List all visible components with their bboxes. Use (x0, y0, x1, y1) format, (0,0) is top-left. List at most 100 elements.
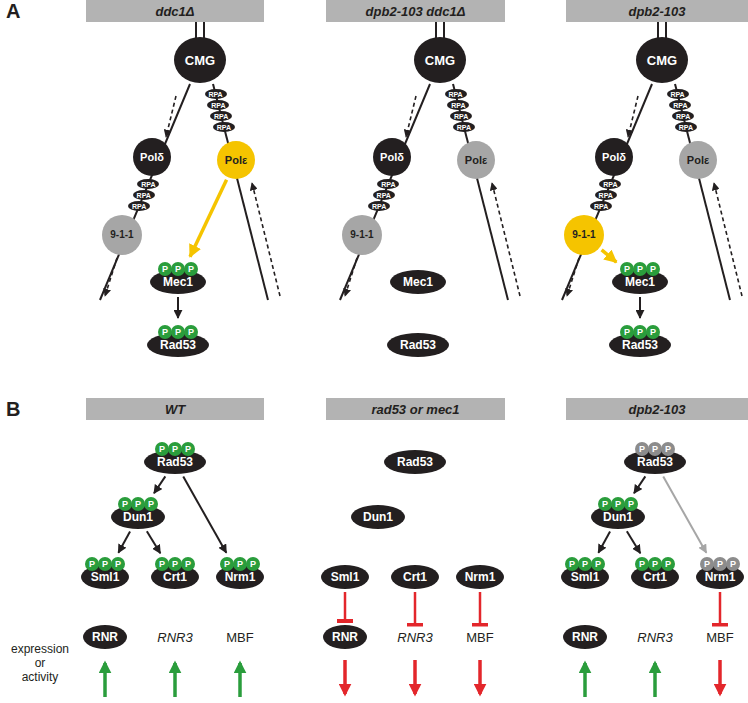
node-text: Crt1 (163, 571, 187, 583)
header-band: rad53 or mec1 (326, 398, 505, 420)
node-text: dpb2-103 ddc1Δ (366, 5, 466, 18)
header-band: dpb2-103 (566, 398, 748, 420)
gene-name: RNR3 (393, 629, 437, 646)
phospho-circle: P (168, 557, 182, 571)
phospho-circle: P (233, 557, 247, 571)
phospho-circle: P (184, 262, 198, 276)
polymerase-epsilon: Polε (217, 141, 255, 179)
arrow-connector (147, 531, 160, 553)
phospho-circle: P (646, 262, 660, 276)
node-text: P (652, 445, 658, 454)
node-text: Nrm1 (705, 571, 736, 583)
node-text: WT (165, 403, 185, 416)
gene-name: RNR3 (153, 629, 197, 646)
inhibition-connector (719, 592, 722, 626)
phospho-circle: P (220, 557, 234, 571)
node-text: ddc1Δ (155, 5, 194, 18)
phospho-circle: P (565, 557, 579, 571)
node-text: P (582, 560, 588, 569)
arrow-connector (154, 476, 165, 493)
node-text: P (250, 560, 256, 569)
phospho-circle: P (620, 325, 634, 339)
enzyme-oval: RNR (563, 625, 607, 649)
node-text: CMG (647, 54, 677, 67)
factor-name: MBF (462, 629, 498, 646)
node-text: Rad53 (397, 456, 433, 468)
node-text: RPA (676, 113, 690, 120)
node-text: P (637, 265, 643, 274)
node-text: RPA (211, 102, 225, 109)
rpa-oval: RPA (205, 89, 227, 99)
node-text: P (175, 328, 181, 337)
node-text: MBF (466, 631, 493, 644)
node-text: Crt1 (403, 571, 427, 583)
node-text: P (102, 560, 108, 569)
rpa-oval: RPA (128, 201, 150, 211)
polymerase-delta: Polδ (133, 138, 171, 176)
node-text: P (172, 445, 178, 454)
kinase-oval: Dun1 (351, 505, 405, 529)
node-text: RPA (448, 91, 462, 98)
rpa-oval: RPA (213, 122, 235, 132)
node-text: P (159, 560, 165, 569)
node-text: RNR3 (397, 631, 432, 644)
header-band: dpb2-103 ddc1Δ (326, 0, 505, 22)
node-text: P (569, 560, 575, 569)
rpa-oval: RPA (595, 190, 617, 200)
node-text: RNR (92, 631, 118, 643)
level-arrows (105, 660, 720, 697)
node-text: Polε (465, 155, 487, 166)
rpa-oval: RPA (207, 100, 229, 110)
node-text: Polδ (602, 152, 626, 163)
node-text: P (115, 560, 121, 569)
node-text: RNR (572, 631, 598, 643)
node-text: Nrm1 (225, 571, 256, 583)
node-text: P (665, 445, 671, 454)
node-text: P (135, 500, 141, 509)
rpa-oval: RPA (445, 89, 467, 99)
phospho-circle: P (726, 557, 740, 571)
phospho-circle: P (661, 557, 675, 571)
phospho-circle: P (181, 442, 195, 456)
node-text: RPA (137, 192, 151, 199)
clamp-9-1-1: 9-1-1 (564, 215, 604, 255)
node-text: RPA (451, 102, 465, 109)
rpa-oval: RPA (368, 201, 390, 211)
node-text: Sml1 (331, 571, 360, 583)
clamp-9-1-1: 9-1-1 (102, 215, 142, 255)
node-text: P (665, 560, 671, 569)
node-text: P (639, 560, 645, 569)
node-text: RPA (670, 91, 684, 98)
arrow-connector (183, 477, 226, 553)
node-text: RPA (454, 113, 468, 120)
phospho-circle: P (633, 325, 647, 339)
node-text: Polε (687, 155, 709, 166)
arrow-connector (598, 531, 610, 552)
node-text: Mec1 (625, 276, 655, 288)
rpa-oval: RPA (672, 111, 694, 121)
phospho-circle: P (661, 442, 675, 456)
phospho-circle: P (98, 557, 112, 571)
node-text: P (188, 265, 194, 274)
node-text: P (730, 560, 736, 569)
inhibition-connector (479, 592, 482, 626)
header-band: WT (86, 398, 264, 420)
phospho-circle: P (648, 442, 662, 456)
node-text: Sml1 (571, 571, 600, 583)
node-text: RPA (141, 181, 155, 188)
node-text: P (639, 445, 645, 454)
node-text: P (185, 560, 191, 569)
rpa-oval: RPA (137, 179, 159, 189)
phospho-circle: P (635, 557, 649, 571)
node-text: P (162, 265, 168, 274)
node-text: P (650, 265, 656, 274)
replication-fork (100, 22, 280, 300)
polymerase-epsilon: Polε (679, 141, 717, 179)
rpa-oval: RPA (599, 179, 621, 189)
phospho-circle: P (155, 442, 169, 456)
kinase-oval: Mec1 (390, 270, 446, 294)
rpa-oval: RPA (210, 111, 232, 121)
rpa-oval: RPA (373, 190, 395, 200)
node-text: RNR3 (637, 631, 672, 644)
phospho-circle: P (591, 557, 605, 571)
